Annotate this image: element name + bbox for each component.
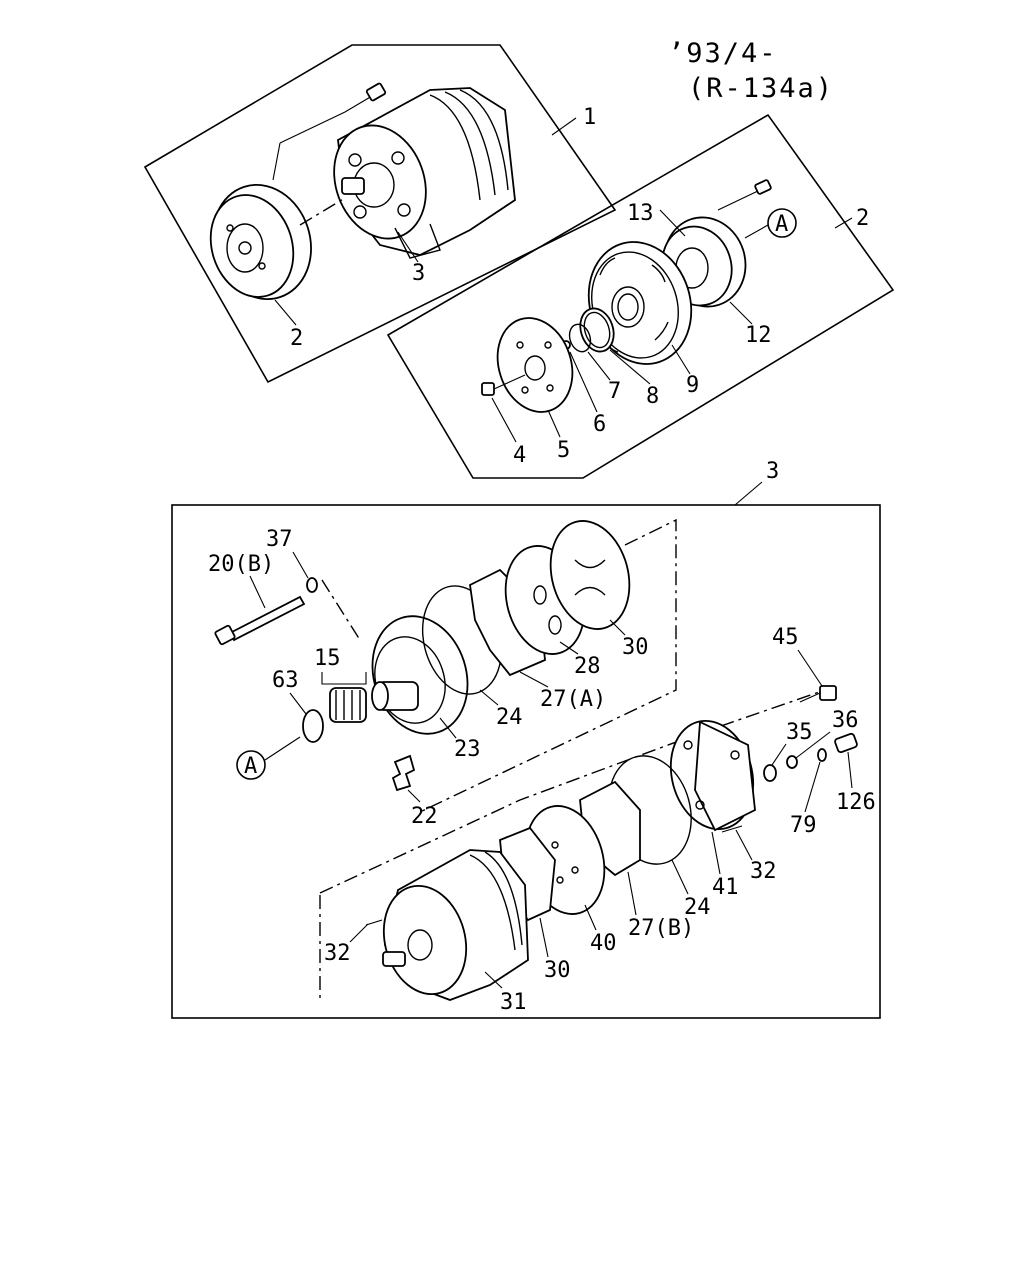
callout-30-upper: 30 <box>622 635 649 660</box>
callout-13: 13 <box>627 201 654 226</box>
callout-28: 28 <box>574 654 601 679</box>
hub-bolt-drawing <box>481 382 495 396</box>
plug-35-drawing <box>763 764 777 782</box>
clip-22-drawing <box>391 754 416 792</box>
clutch-parts-panel <box>386 113 895 479</box>
compressor-assembly-outline <box>143 44 617 384</box>
callout-63: 63 <box>272 668 299 693</box>
callout-24-lower: 24 <box>684 895 711 920</box>
callout-45: 45 <box>772 625 799 650</box>
bolt-45-drawing <box>819 685 837 701</box>
pin-32-left-drawing <box>365 919 383 926</box>
callout-36: 36 <box>832 708 859 733</box>
callout-22: 22 <box>411 804 438 829</box>
callout-20b: 20(B) <box>208 552 274 577</box>
o-ring-36-drawing <box>786 755 798 769</box>
svg-text:A: A <box>244 754 257 779</box>
pulley-drawing <box>209 183 312 301</box>
callout-37: 37 <box>266 527 293 552</box>
callout-15: 15 <box>314 646 341 671</box>
callout-32-right: 32 <box>750 859 777 884</box>
shim-7-drawing <box>568 323 592 353</box>
callout-2-clutch: 2 <box>856 206 869 231</box>
callout-35: 35 <box>786 720 813 745</box>
compressor-assembly-panel <box>143 44 617 384</box>
valve-30-upper-drawing <box>549 520 631 630</box>
compressor-body-drawing <box>333 87 516 259</box>
refrigerant-label: (R-134a) <box>688 73 834 104</box>
washer-37-drawing <box>306 577 318 593</box>
snap-ring-63-drawing <box>302 709 324 743</box>
reference-marker-a-top: A <box>767 208 797 238</box>
callout-24-upper: 24 <box>496 705 523 730</box>
callout-4: 4 <box>513 443 526 468</box>
o-ring-79-drawing <box>817 748 827 762</box>
front-head-23-drawing <box>371 615 469 735</box>
hub-plate-drawing <box>496 317 574 413</box>
callout-79: 79 <box>790 813 817 838</box>
long-bolt-20b-drawing <box>214 595 306 646</box>
svg-text:A: A <box>775 212 788 237</box>
callout-5: 5 <box>557 438 570 463</box>
callout-8: 8 <box>646 384 659 409</box>
valve-126-drawing <box>834 732 858 754</box>
callout-12: 12 <box>745 323 772 348</box>
callout-2-pulley: 2 <box>290 326 303 351</box>
rear-head-41-drawing <box>669 719 756 832</box>
callout-32-left: 32 <box>324 941 351 966</box>
pin-32-right-drawing <box>721 825 743 833</box>
callout-30-lower: 30 <box>544 958 571 983</box>
callout-27a: 27(A) <box>540 687 606 712</box>
callout-40: 40 <box>590 931 617 956</box>
callout-1: 1 <box>583 105 596 130</box>
callout-3-compressor: 3 <box>412 261 425 286</box>
reference-marker-a-bottom: A <box>236 750 266 780</box>
callout-31: 31 <box>500 990 527 1015</box>
callout-27b: 27(B) <box>628 916 694 941</box>
shaft-seal-15-drawing <box>329 687 367 723</box>
callout-41: 41 <box>712 875 739 900</box>
compressor-internals-box <box>171 504 881 1019</box>
callout-6: 6 <box>593 412 606 437</box>
callout-7: 7 <box>608 379 621 404</box>
cylinder-block-31-drawing <box>382 849 529 1001</box>
date-code-label: ’93/4- <box>668 38 778 69</box>
clutch-parts-outline <box>386 113 895 479</box>
callout-23: 23 <box>454 737 481 762</box>
callout-9: 9 <box>686 373 699 398</box>
callout-126: 126 <box>836 790 876 815</box>
callout-3-box: 3 <box>766 459 779 484</box>
